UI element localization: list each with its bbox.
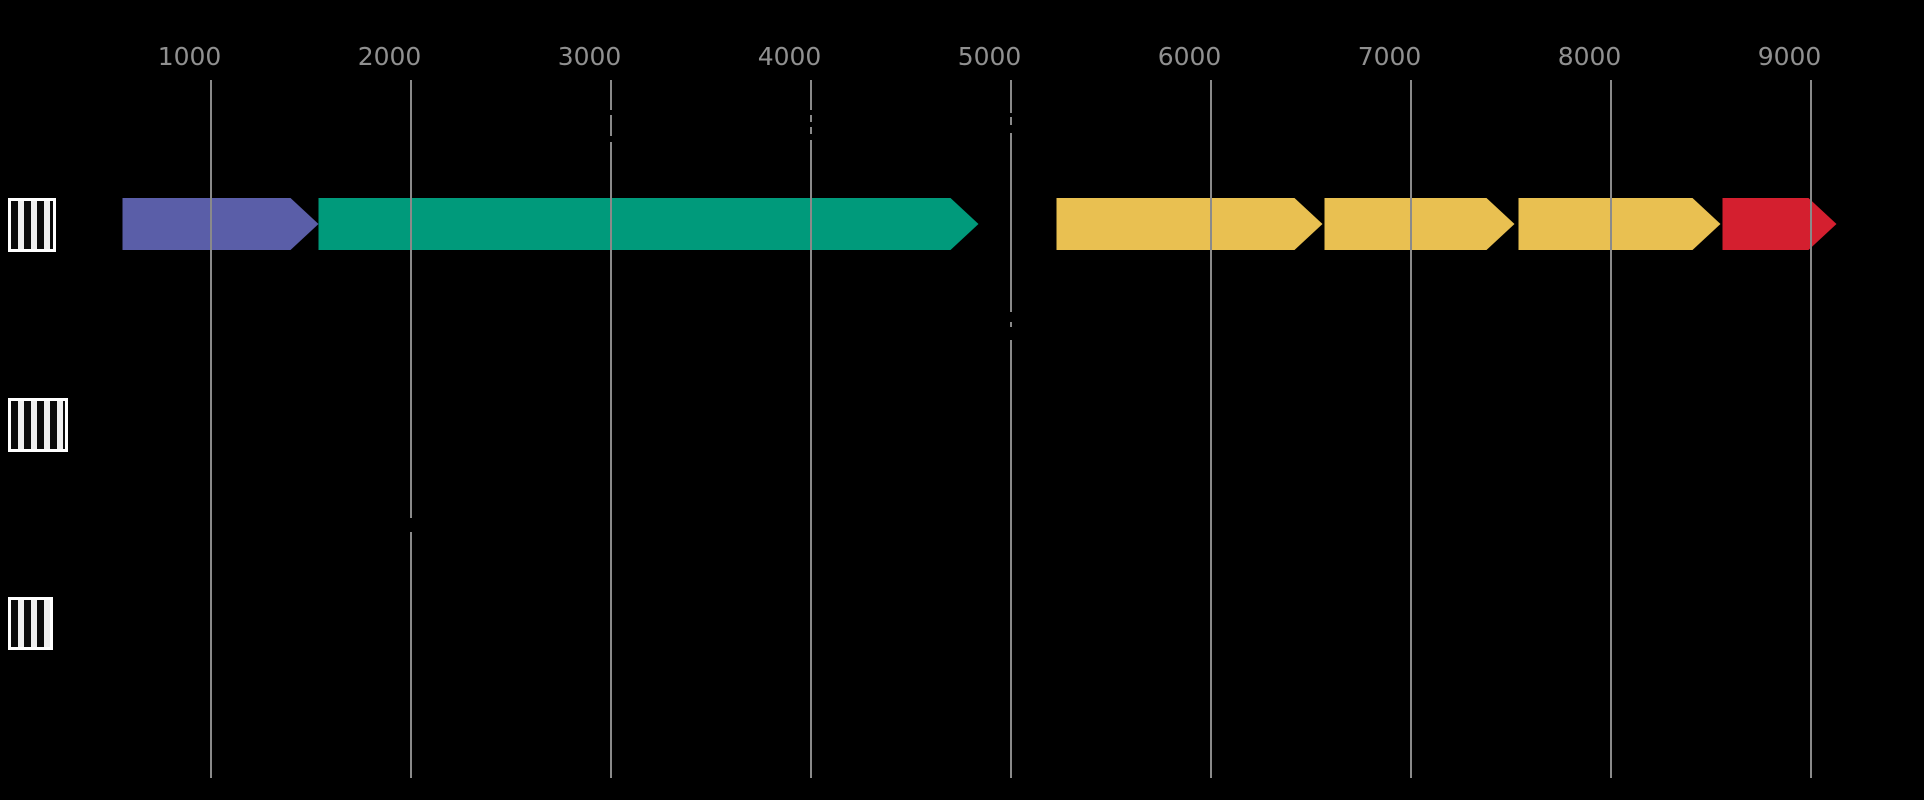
gene-arrow-feature-6 bbox=[1722, 198, 1837, 250]
gene-arrow-feature-3 bbox=[1056, 198, 1323, 250]
gridline-gap-4000 bbox=[808, 134, 813, 140]
gridline-gap-3000 bbox=[608, 110, 613, 115]
gridline-1000 bbox=[209, 80, 212, 778]
tick-label-8000: 8000 bbox=[1557, 42, 1622, 71]
gridline-gap-2000 bbox=[408, 518, 413, 532]
gridline-5000 bbox=[1009, 80, 1012, 778]
gridline-gap-3000 bbox=[608, 136, 613, 142]
gene-arrow-feature-5 bbox=[1518, 198, 1721, 250]
gridline-2000 bbox=[409, 80, 412, 778]
gridline-gap-4000 bbox=[808, 122, 813, 127]
tick-label-5000: 5000 bbox=[957, 42, 1022, 71]
gridline-7000 bbox=[1409, 80, 1412, 778]
gridline-8000 bbox=[1609, 80, 1612, 778]
tick-label-2000: 2000 bbox=[357, 42, 422, 71]
gene-arrow-feature-2 bbox=[318, 198, 979, 250]
tick-label-4000: 4000 bbox=[757, 42, 822, 71]
gridline-gap-4000 bbox=[808, 110, 813, 115]
tick-label-3000: 3000 bbox=[557, 42, 622, 71]
gridline-gap-5000 bbox=[1008, 125, 1013, 133]
gene-arrow-feature-1 bbox=[122, 198, 319, 250]
tick-label-6000: 6000 bbox=[1157, 42, 1222, 71]
tick-label-7000: 7000 bbox=[1357, 42, 1422, 71]
gridline-gap-5000 bbox=[1008, 113, 1013, 117]
track-label-placeholder-track-1 bbox=[8, 198, 56, 252]
tick-label-1000: 1000 bbox=[157, 42, 222, 71]
gene-arrow-feature-4 bbox=[1324, 198, 1515, 250]
gridline-6000 bbox=[1209, 80, 1212, 778]
gridline-9000 bbox=[1809, 80, 1812, 778]
gridline-gap-5000 bbox=[1008, 312, 1013, 322]
track-label-placeholder-track-3 bbox=[8, 597, 53, 650]
gridline-4000 bbox=[809, 80, 812, 778]
track-label-placeholder-track-2 bbox=[8, 398, 68, 452]
gridline-3000 bbox=[609, 80, 612, 778]
tick-label-9000: 9000 bbox=[1757, 42, 1822, 71]
gridline-gap-5000 bbox=[1008, 327, 1013, 340]
